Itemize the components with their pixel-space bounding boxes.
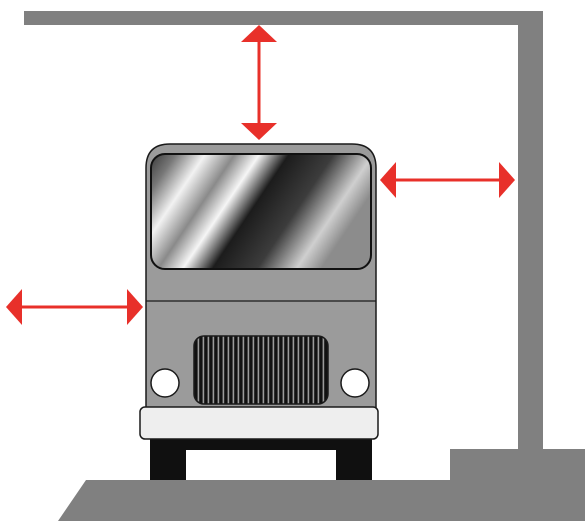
ground-ramp	[58, 449, 585, 521]
clearance-arrow-top	[241, 25, 277, 140]
bumper	[140, 407, 378, 439]
right-headlight	[341, 369, 369, 397]
right-wheel	[336, 436, 372, 480]
clearance-arrow-right	[380, 162, 515, 198]
side-wall	[518, 11, 543, 456]
clearance-arrow-left	[6, 289, 143, 325]
overhead-beam	[24, 11, 543, 25]
grille	[194, 336, 328, 404]
left-wheel	[150, 436, 186, 480]
windshield	[151, 154, 371, 269]
left-headlight	[151, 369, 179, 397]
